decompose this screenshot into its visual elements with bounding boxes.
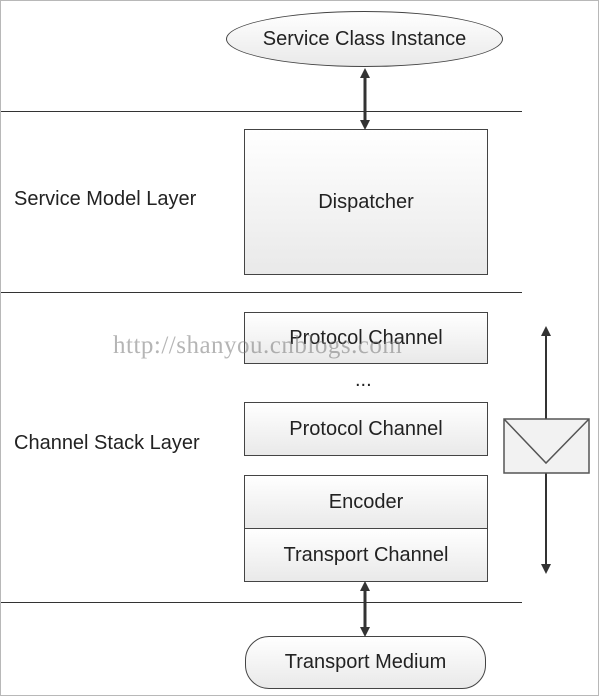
service-class-instance-node: Service Class Instance <box>226 11 503 67</box>
transport-channel-box: Transport Channel <box>244 528 488 582</box>
message-envelope-icon <box>503 418 590 474</box>
service-class-instance-label: Service Class Instance <box>262 27 467 50</box>
transport-medium-label: Transport Medium <box>284 651 447 673</box>
watermark-text: http://shanyou.cnblogs.com <box>113 332 403 359</box>
service-model-layer-label: Service Model Layer <box>14 188 197 210</box>
channel-ellipsis: ... <box>355 369 372 391</box>
protocol-channel-label-1: Protocol Channel <box>289 326 443 349</box>
transport-medium-node: Transport Medium <box>245 636 486 689</box>
protocol-channel-box-1: Protocol Channel <box>244 312 488 364</box>
encoder-label: Encoder <box>328 491 404 513</box>
encoder-box: Encoder <box>244 475 488 530</box>
protocol-channel-box-2: Protocol Channel <box>244 402 488 456</box>
separator-bottom <box>1 602 522 603</box>
channel-stack-layer-label: Channel Stack Layer <box>14 432 200 454</box>
protocol-channel-label-2: Protocol Channel <box>289 417 443 440</box>
separator-middle <box>1 292 522 293</box>
transport-channel-label: Transport Channel <box>283 543 449 566</box>
dispatcher-label: Dispatcher <box>318 190 414 213</box>
separator-top <box>1 111 522 112</box>
